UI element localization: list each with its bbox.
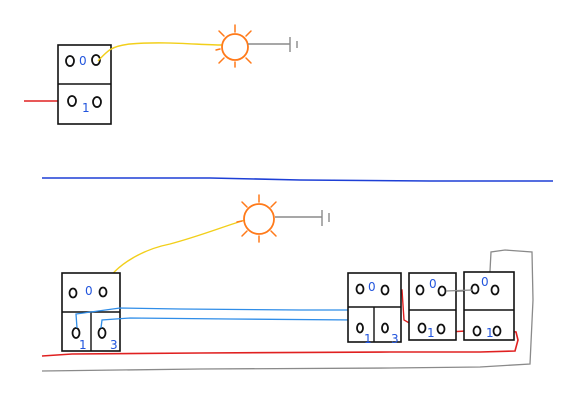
terminal	[98, 286, 108, 298]
terminal	[490, 284, 500, 296]
top-switch: 0 1	[57, 44, 112, 125]
terminal	[68, 287, 78, 299]
terminal	[492, 325, 502, 337]
bottom-circuit: 0 1 3 0 1 3 0 1	[41, 194, 534, 372]
terminal	[415, 284, 425, 296]
terminal	[65, 55, 75, 67]
lamp-bulb	[221, 33, 249, 61]
ground-icon	[289, 37, 298, 52]
terminal	[67, 95, 77, 107]
terminal-label-1: 1	[427, 326, 435, 340]
bottom-switch-middle: 0 1 3	[347, 272, 402, 346]
top-circuit: 0 1	[24, 24, 298, 125]
terminal	[71, 327, 81, 339]
terminal-label-0: 0	[85, 284, 93, 298]
terminal-label-1: 1	[79, 338, 87, 352]
terminal	[355, 283, 365, 295]
terminal-label-1: 1	[82, 101, 90, 115]
terminal	[417, 322, 427, 334]
lamp-icon	[236, 194, 277, 243]
terminal	[356, 322, 364, 334]
terminal-label-3: 3	[110, 338, 118, 352]
terminal-label-0: 0	[429, 277, 437, 291]
terminal-label-0: 0	[368, 280, 376, 294]
terminal-label-1: 1	[364, 332, 372, 346]
section-divider	[42, 177, 553, 182]
bottom-lamp-wire	[102, 219, 246, 291]
lamp-rays	[215, 24, 252, 68]
relay-a: 0 1	[408, 272, 457, 341]
terminal	[472, 325, 482, 337]
relay-b: 0 1	[463, 271, 515, 341]
lamp-bulb	[243, 203, 275, 235]
terminal	[91, 54, 101, 66]
terminal-label-0: 0	[79, 54, 87, 68]
terminal	[437, 285, 447, 297]
relay-body	[463, 271, 515, 341]
terminal-label-3: 3	[391, 332, 399, 346]
terminal-label-1: 1	[486, 326, 494, 340]
top-lamp-wire	[97, 42, 223, 62]
bottom-neutral-wire	[41, 249, 534, 372]
terminal-label-0: 0	[481, 275, 489, 289]
terminal	[381, 322, 389, 334]
relay-top-link-wire	[445, 289, 473, 292]
terminal	[92, 96, 102, 108]
lamp-rays	[236, 194, 277, 243]
traveler-wire-b	[100, 317, 363, 329]
relay-body	[408, 272, 457, 341]
terminal	[470, 283, 480, 295]
lamp-icon	[215, 24, 252, 68]
terminal	[436, 323, 446, 335]
terminal	[97, 327, 107, 339]
ground-icon	[321, 210, 330, 226]
terminal	[380, 284, 390, 296]
